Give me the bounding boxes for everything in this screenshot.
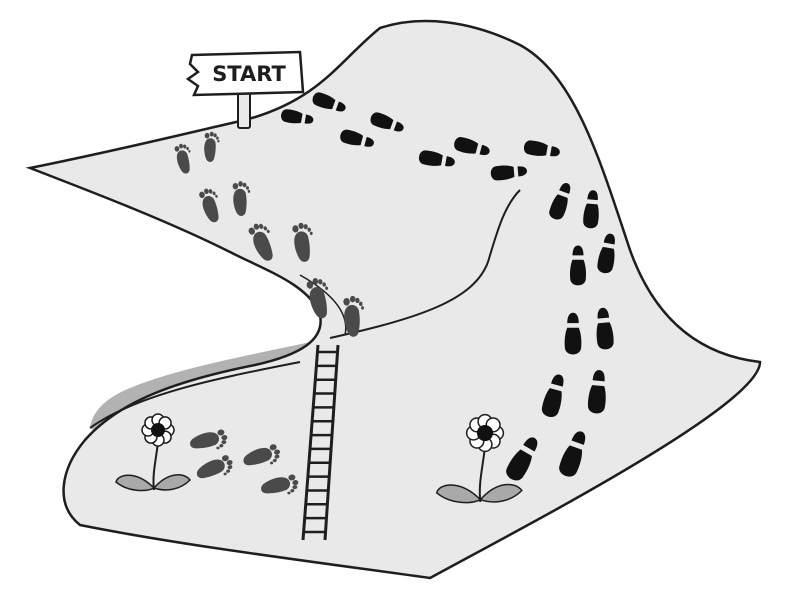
flower-icon-right [435, 413, 523, 504]
signpost-pole [237, 89, 251, 129]
curl-shadow-line [299, 274, 347, 336]
flower-icon-left [115, 413, 191, 492]
path-underside [90, 190, 520, 432]
winding-path-surface [25, 19, 762, 580]
signpost-board [185, 50, 305, 97]
fold-edge-line [89, 361, 301, 429]
sign-label: START [212, 62, 286, 86]
ladder-icon [301, 344, 340, 541]
fold-ridge-line [329, 189, 521, 339]
start-signpost: START [185, 50, 305, 129]
